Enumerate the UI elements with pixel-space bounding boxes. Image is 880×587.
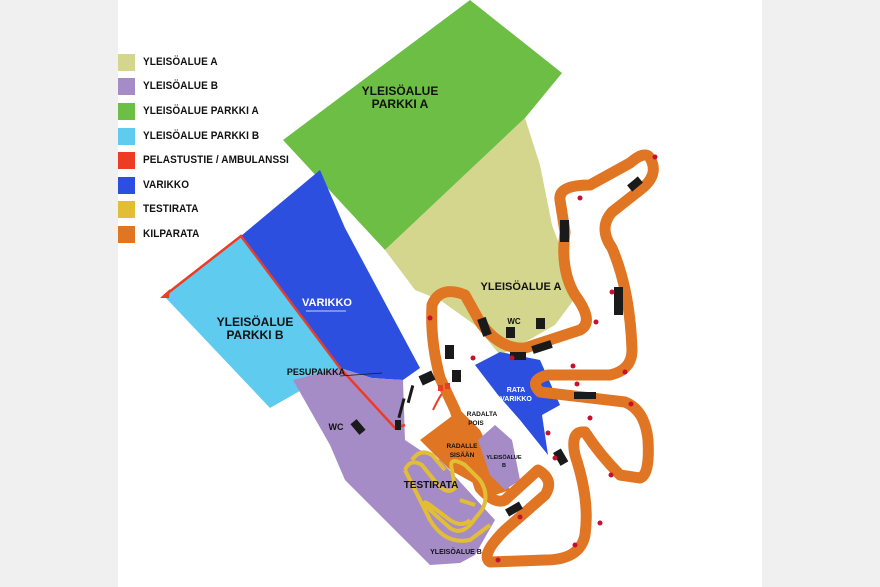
legend-swatch: [118, 176, 135, 194]
legend-item: YLEISÖALUE B: [118, 75, 318, 100]
parkki-a-label-1: YLEISÖALUE: [362, 83, 439, 98]
legend-label: VARIKKO: [143, 179, 190, 192]
testirata-track[interactable]: [403, 459, 492, 543]
legend-swatch: [118, 201, 135, 219]
legend-item: YLEISÖALUE PARKKI B: [118, 124, 318, 149]
legend-swatch: [118, 127, 135, 145]
legend: YLEISÖALUE A YLEISÖALUE B YLEISÖALUE PAR…: [118, 50, 318, 247]
yleisoalue-a-label: YLEISÖALUE A: [481, 280, 562, 293]
rata-varikko-label-2: VARIKKO: [500, 396, 532, 403]
legend-item: TESTIRATA: [118, 198, 318, 223]
rata-varikko-label-1: RATA: [507, 387, 525, 394]
track-markers: [445, 176, 643, 517]
legend-label: YLEISÖALUE PARKKI B: [143, 130, 260, 143]
wc-top-label: WC: [507, 317, 521, 326]
legend-item: YLEISÖALUE A: [118, 50, 318, 75]
legend-label: YLEISÖALUE PARKKI A: [143, 105, 259, 118]
parkki-a-area[interactable]: [283, 0, 562, 250]
legend-label: KILPARATA: [143, 228, 200, 241]
radalta-label-2: POIS: [468, 420, 484, 427]
legend-item: VARIKKO: [118, 173, 318, 198]
legend-item: YLEISÖALUE PARKKI A: [118, 99, 318, 124]
radalle-label-1: RADALLE: [446, 443, 478, 450]
parkki-b-label-2: PARKKI B: [226, 328, 283, 342]
radalta-label-1: RADALTA: [467, 411, 498, 418]
kilparata-track[interactable]: [426, 149, 659, 568]
marshal-posts: [427, 154, 658, 563]
parkki-b-label-1: YLEISÖALUE: [217, 314, 294, 329]
legend-swatch: [118, 53, 135, 71]
legend-item: PELASTUSTIE / AMBULANSSI: [118, 148, 318, 173]
legend-swatch: [118, 78, 135, 96]
yleisoalue-b-bottom-label: YLEISÖALUE B: [430, 547, 482, 556]
ambulance-marker: [438, 383, 450, 391]
parkki-b-area[interactable]: [164, 236, 340, 408]
legend-swatch: [118, 102, 135, 120]
yleisoalue-b-small-label-1: YLEISÖALUE: [486, 454, 521, 461]
legend-swatch: [118, 152, 135, 170]
legend-label: YLEISÖALUE A: [143, 56, 218, 69]
parkki-a-label-2: PARKKI A: [372, 97, 429, 111]
legend-item: KILPARATA: [118, 222, 318, 247]
radalle-label-2: SISÄÄN: [450, 451, 475, 459]
legend-label: PELASTUSTIE / AMBULANSSI: [143, 154, 289, 167]
yleisoalue-b-small-label-2: B: [502, 463, 506, 469]
wc-left-label: WC: [329, 422, 344, 432]
pesupaikka-pointer: [339, 372, 383, 377]
varikko-label: VARIKKO: [302, 297, 352, 309]
pelastustie-arrow-icon: [160, 289, 170, 298]
legend-swatch: [118, 225, 135, 243]
structures: [350, 318, 545, 435]
testirata-inner: [410, 450, 476, 507]
testirata-label: TESTIRATA: [404, 480, 459, 491]
legend-label: TESTIRATA: [143, 203, 199, 216]
yleisoalue-b-small-area[interactable]: [478, 425, 520, 490]
varikko-area[interactable]: [241, 170, 420, 380]
pesupaikka-label: PESUPAIKKA: [287, 367, 346, 377]
legend-label: YLEISÖALUE B: [143, 80, 219, 93]
